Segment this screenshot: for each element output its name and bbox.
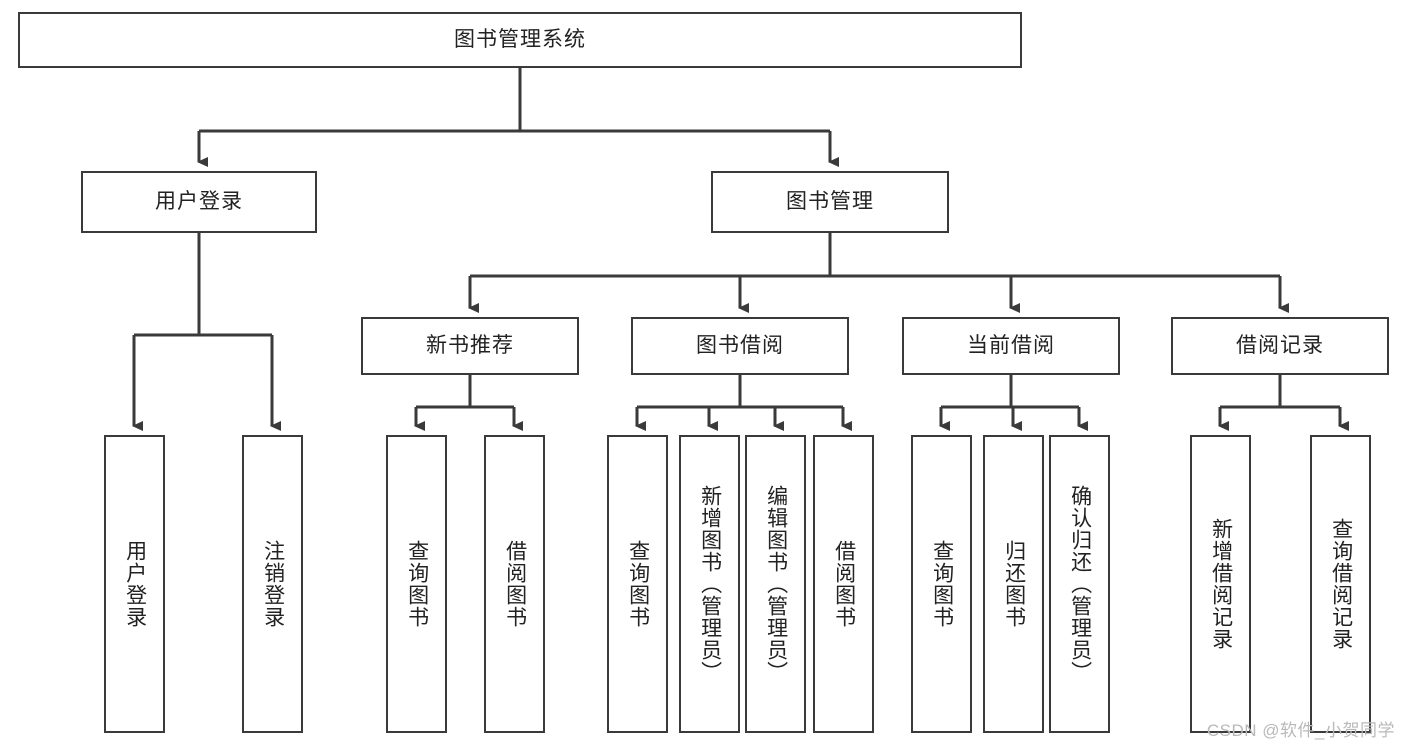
- node-book-borrow-label: 图书借阅: [696, 334, 784, 358]
- leaf-add-book-label: 新增图书（管理员）: [698, 485, 722, 683]
- node-root-label: 图书管理系统: [454, 28, 586, 52]
- node-new-book-recommend-label: 新书推荐: [426, 334, 514, 358]
- leaf-borrow-book-rec[interactable]: 借阅图书: [484, 435, 545, 733]
- leaf-edit-book-label: 编辑图书（管理员）: [764, 485, 788, 683]
- leaf-confirm-return-label: 确认归还（管理员）: [1068, 485, 1092, 683]
- node-book-borrow[interactable]: 图书借阅: [631, 317, 849, 375]
- leaf-add-book[interactable]: 新增图书（管理员）: [679, 435, 740, 733]
- leaf-borrow-book-label: 借阅图书: [832, 540, 856, 628]
- node-current-borrow-label: 当前借阅: [967, 334, 1055, 358]
- leaf-query-book-borrow[interactable]: 查询图书: [607, 435, 668, 733]
- node-book-management-label: 图书管理: [786, 190, 874, 214]
- leaf-query-book-borrow-label: 查询图书: [626, 540, 650, 628]
- leaf-logout[interactable]: 注销登录: [242, 435, 303, 733]
- node-root[interactable]: 图书管理系统: [18, 12, 1022, 68]
- leaf-borrow-book[interactable]: 借阅图书: [813, 435, 874, 733]
- leaf-confirm-return[interactable]: 确认归还（管理员）: [1049, 435, 1110, 733]
- leaf-query-book-current-label: 查询图书: [930, 540, 954, 628]
- leaf-edit-book[interactable]: 编辑图书（管理员）: [745, 435, 806, 733]
- node-borrow-record-label: 借阅记录: [1236, 334, 1324, 358]
- node-borrow-record[interactable]: 借阅记录: [1171, 317, 1389, 375]
- leaf-add-record-label: 新增借阅记录: [1209, 518, 1233, 650]
- leaf-query-record-label: 查询借阅记录: [1329, 518, 1353, 650]
- node-new-book-recommend[interactable]: 新书推荐: [361, 317, 579, 375]
- leaf-borrow-book-rec-label: 借阅图书: [503, 540, 527, 628]
- leaf-query-book-current[interactable]: 查询图书: [911, 435, 972, 733]
- node-user-login-label: 用户登录: [155, 190, 243, 214]
- leaf-logout-label: 注销登录: [261, 540, 285, 628]
- watermark-text: CSDN @软件_小贺同学: [1206, 721, 1395, 740]
- node-current-borrow[interactable]: 当前借阅: [902, 317, 1120, 375]
- leaf-add-record[interactable]: 新增借阅记录: [1190, 435, 1251, 733]
- leaf-return-book[interactable]: 归还图书: [983, 435, 1044, 733]
- leaf-user-login-label: 用户登录: [123, 540, 147, 628]
- leaf-query-record[interactable]: 查询借阅记录: [1310, 435, 1371, 733]
- node-book-management[interactable]: 图书管理: [711, 171, 949, 233]
- leaf-query-book-rec[interactable]: 查询图书: [386, 435, 447, 733]
- leaf-query-book-rec-label: 查询图书: [405, 540, 429, 628]
- node-user-login[interactable]: 用户登录: [81, 171, 317, 233]
- leaf-return-book-label: 归还图书: [1002, 540, 1026, 628]
- leaf-user-login[interactable]: 用户登录: [104, 435, 165, 733]
